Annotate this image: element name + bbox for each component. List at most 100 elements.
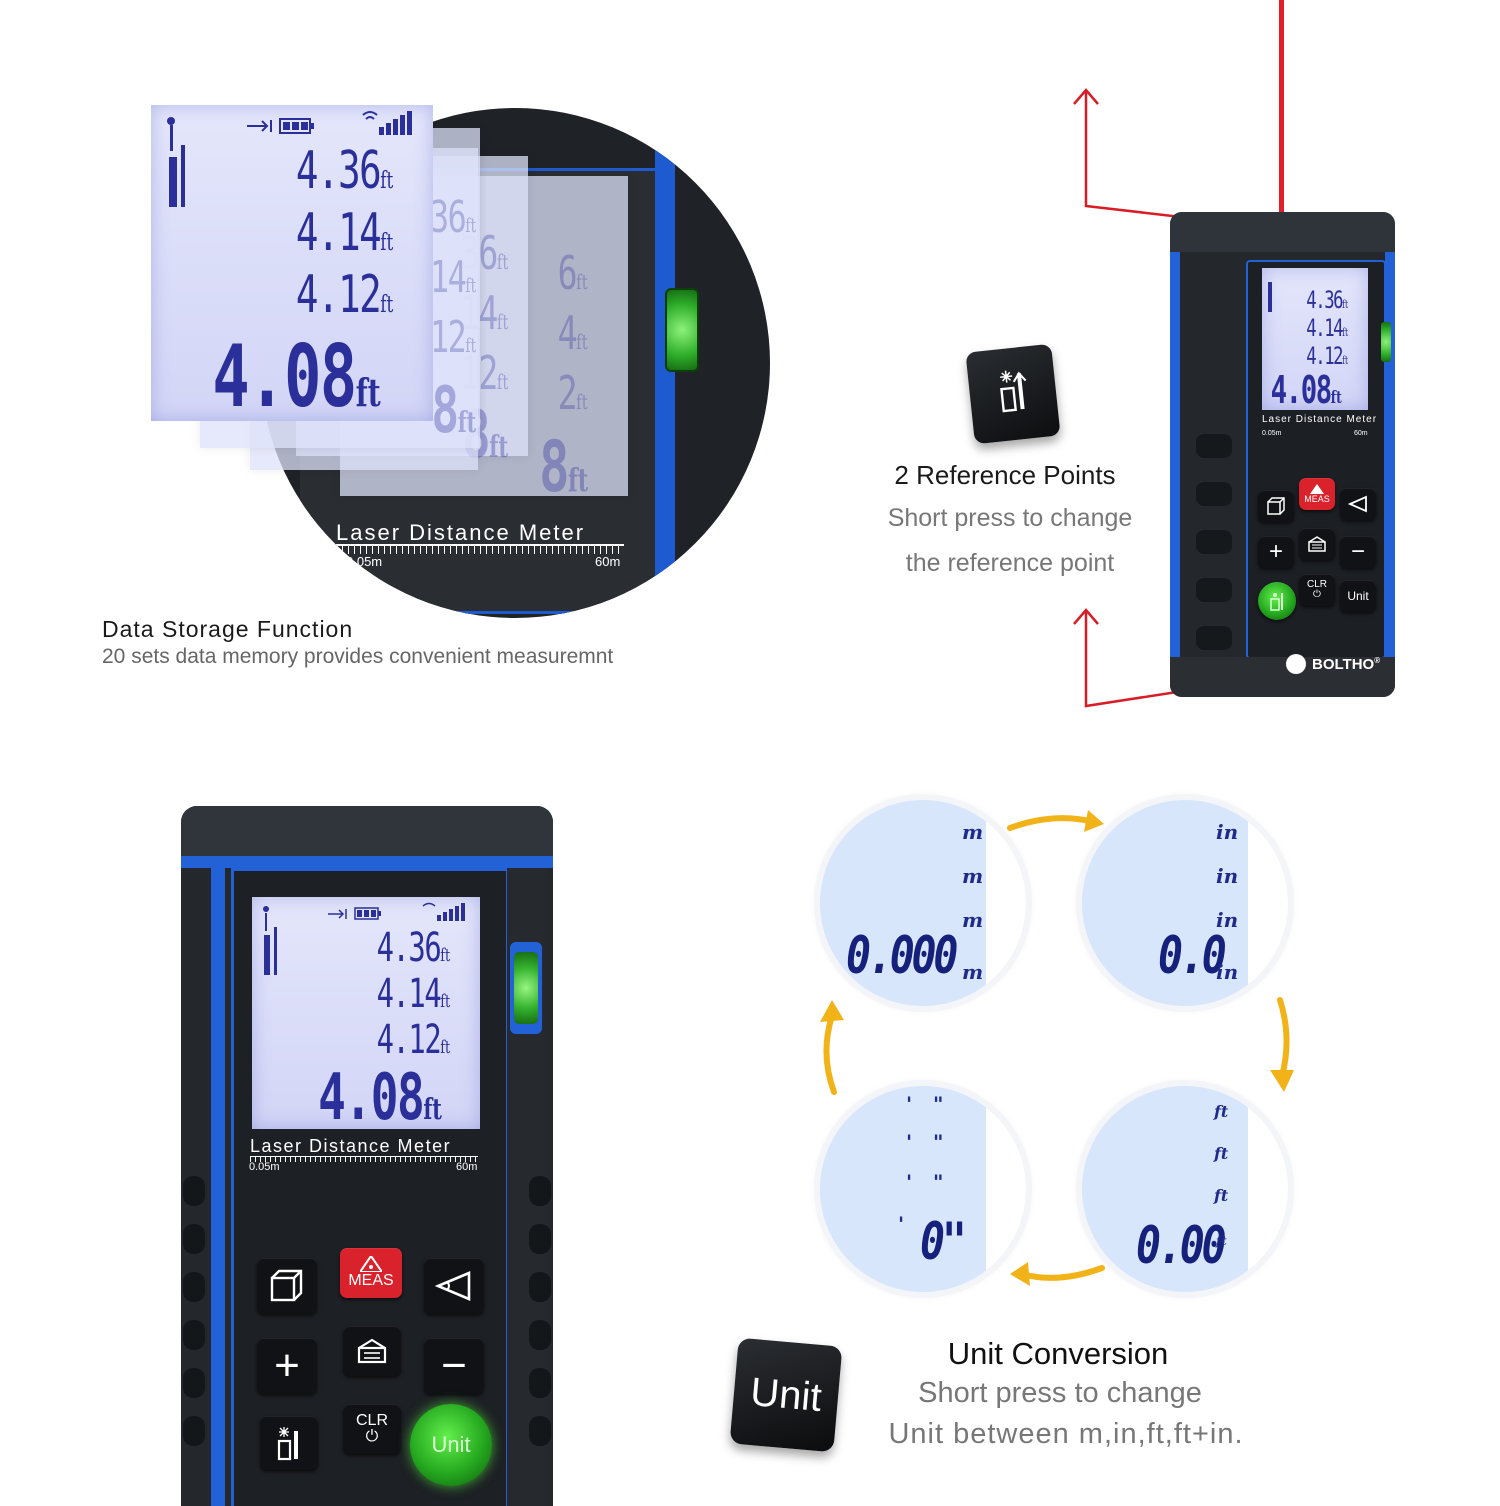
signal-bars-icon (362, 111, 412, 135)
unit-label: ' " (906, 1092, 944, 1116)
minus-key[interactable]: − (424, 1338, 484, 1394)
main-reading-value: 4.08 (1270, 368, 1333, 412)
reading-value: 4.12 (376, 1017, 441, 1063)
cycle-arrow-right (1007, 810, 1104, 832)
power-icon: ⏻ (365, 1428, 379, 1445)
unit-circle-ft: ft ft ft 0.00 ft (1082, 1086, 1288, 1292)
unit-label: ' " (906, 1130, 944, 1154)
range-min-label: 0.05m (346, 554, 383, 569)
brand-logo: BOLTHO® (1286, 654, 1380, 674)
memory-key[interactable] (1299, 528, 1335, 560)
minus-key[interactable]: − (1340, 536, 1376, 568)
cycle-arrow-up (820, 1000, 844, 1095)
main-reading: 4.08ft (318, 1061, 442, 1135)
reference-key-badge (965, 343, 1061, 445)
plus-key[interactable]: + (257, 1338, 317, 1394)
device-top (181, 806, 553, 862)
reference-key[interactable] (1258, 582, 1296, 620)
main-reading-value: 4.08 (318, 1061, 425, 1135)
reading-unit: ft (379, 166, 393, 194)
unit-key[interactable]: Unit (1340, 580, 1376, 612)
clr-key-label: CLR (1306, 579, 1327, 590)
reading-unit: ft (439, 991, 450, 1012)
device-blue-band (181, 856, 553, 868)
grip-bump (529, 1368, 551, 1398)
ghost-reading: 14 (429, 252, 467, 303)
unit-label: ft (1214, 1144, 1229, 1163)
unit-value: 0.000 (846, 926, 958, 986)
device-top (1170, 212, 1395, 252)
clr-power-key[interactable]: CLR ⏻ (1299, 574, 1335, 606)
data-storage-subtitle: 20 sets data memory provides convenient … (102, 645, 614, 668)
reading-unit: ft (379, 228, 393, 256)
brand-horse-icon (1286, 654, 1306, 674)
range-scale (336, 544, 624, 554)
unit-label: m (962, 820, 984, 844)
meas-key[interactable]: MEAS (1299, 478, 1335, 510)
area-key[interactable] (257, 1258, 317, 1314)
unit-circle-ft-in: ' " ' " ' " ' 0" (820, 1086, 1026, 1292)
angle-key[interactable] (1340, 488, 1376, 520)
reference-point-icon (1270, 593, 1283, 611)
grip-ridge (1196, 434, 1232, 458)
reading-value: 4.36 (1306, 286, 1343, 314)
level-bubble (514, 952, 538, 1024)
lcd-edge (1248, 800, 1288, 1006)
ghost-unit: ft (567, 462, 588, 499)
reference-key[interactable] (260, 1416, 318, 1470)
area-cube-icon (270, 1269, 303, 1302)
ghost-reading: 8 (431, 374, 459, 448)
laser-reference-icon (167, 117, 185, 207)
main-reading-value: 4.08 (212, 327, 358, 427)
unit-key-badge: Unit (729, 1337, 843, 1453)
ghost-reading: 8 (538, 426, 569, 508)
unit-value-label: ' (898, 1212, 905, 1236)
reading-row-1: 4.36ft (296, 141, 393, 201)
lcd-edge (986, 1086, 1026, 1292)
device-rail-left (211, 862, 225, 1506)
brand-name: BOLTHO (1312, 656, 1375, 673)
memory-icon (357, 1338, 387, 1364)
memory-key[interactable] (343, 1326, 401, 1376)
unit-label: in (1216, 820, 1239, 844)
grip-bump (529, 1224, 551, 1254)
angle-key[interactable] (424, 1258, 484, 1314)
lcd-edge (1248, 1086, 1288, 1292)
grip-ridge (1196, 482, 1232, 506)
reading-row-2: 4.14ft (296, 203, 393, 263)
battery-icon (354, 907, 381, 920)
minus-key-label: − (1350, 538, 1365, 565)
main-reading-unit: ft (1331, 388, 1342, 408)
ghost-reading: 4 (557, 306, 578, 360)
grip-bump (183, 1272, 205, 1302)
unit-label: in (1216, 908, 1239, 932)
laser-reference-icon (263, 906, 277, 975)
unit-label: in (1216, 864, 1239, 888)
main-reading-unit: ft (423, 1092, 442, 1126)
range-min-label: 0.05m (1262, 430, 1282, 437)
clr-power-key[interactable]: CLR ⏻ (343, 1404, 401, 1454)
minus-key-label: − (441, 1341, 467, 1390)
unit-value: 0.00 (1136, 1216, 1227, 1276)
unit-label: ft (1214, 1102, 1229, 1121)
unit-label: ft (1214, 1186, 1229, 1205)
unit-value: 0" (920, 1212, 967, 1272)
meas-key-label: MEAS (1304, 494, 1330, 504)
range-max-label: 60m (456, 1161, 478, 1173)
plus-key[interactable]: + (1258, 536, 1294, 568)
reading-row-3: 4.12ft (296, 265, 393, 325)
reading-unit: ft (1341, 354, 1348, 367)
grip-bump (529, 1416, 551, 1446)
ghost-unit: ft (464, 214, 476, 237)
unit-key[interactable]: Unit (410, 1404, 492, 1486)
cycle-arrow-left (1010, 1262, 1105, 1286)
meas-key-label: MEAS (348, 1272, 394, 1289)
ghost-unit: ft (488, 430, 508, 465)
reference-point-icon (277, 1427, 298, 1461)
ghost-unit: ft (496, 250, 508, 274)
meas-key[interactable]: MEAS (340, 1248, 402, 1298)
arrow-to-line-icon (247, 120, 272, 132)
area-key[interactable] (1258, 490, 1294, 522)
power-icon: ⏻ (1313, 589, 1321, 600)
level-bubble (665, 288, 699, 372)
